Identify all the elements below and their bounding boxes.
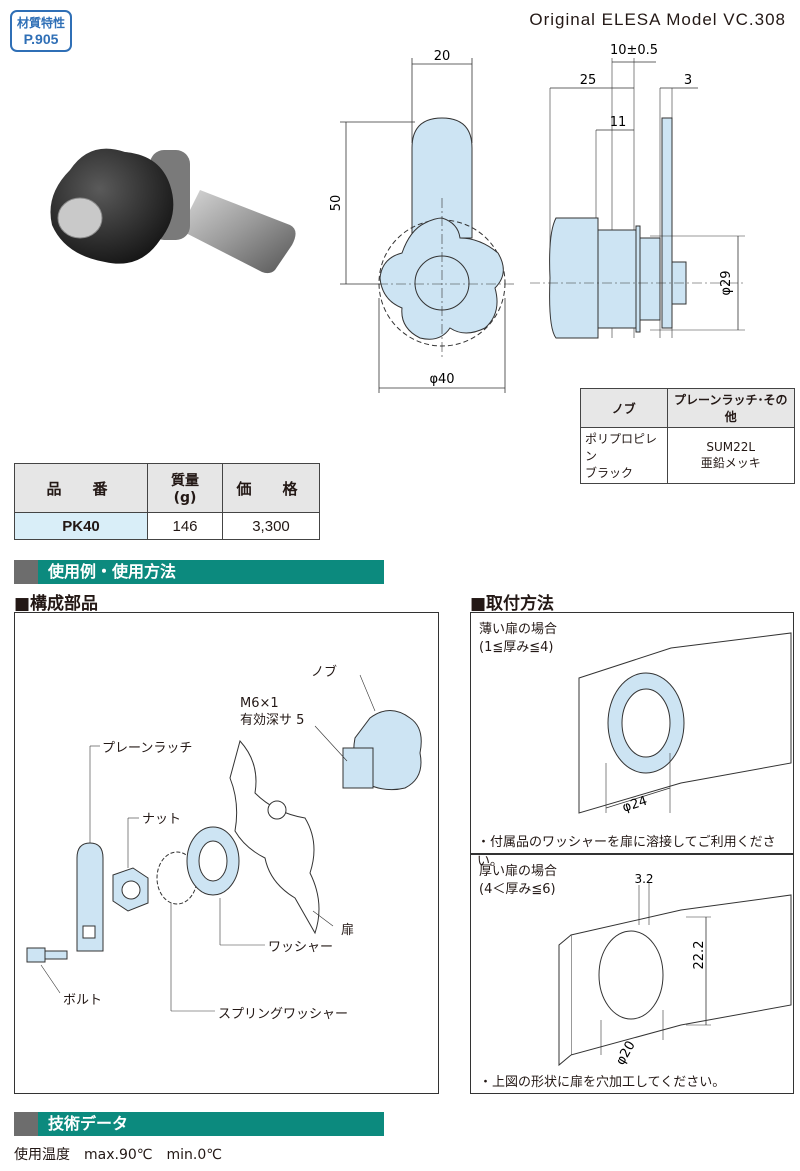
spec-cell-knob: ポリプロピレン ブラック	[580, 427, 668, 484]
thin-door-box: 薄い扉の場合 (1≦厚み≦4) φ24 ・付属品のワッシャーを扉に溶接してご利用…	[470, 612, 794, 869]
thick-door-diagram: 3.2 22.2 φ20	[558, 872, 792, 1068]
label-spring-washer: スプリングワッシャー	[218, 1007, 349, 1022]
thin-door-diagram: φ24	[578, 632, 792, 816]
parts-title: ■構成部品	[14, 594, 99, 614]
price-value: 3,300	[222, 512, 320, 540]
dim-11: 11	[610, 115, 627, 130]
section-usage-bar: 使用例・使用方法	[14, 560, 384, 584]
mount-title: ■取付方法	[470, 594, 555, 614]
badge-line2: P.905	[23, 31, 59, 47]
mass-value: 146	[147, 512, 223, 540]
operating-temperature: 使用温度 max.90℃ min.0℃	[14, 1147, 222, 1163]
badge-line1: 材質特性	[16, 16, 65, 30]
model-title: Original ELESA Model VC.308	[529, 10, 786, 29]
material-badge[interactable]: 材質特性 P.905	[10, 10, 72, 52]
spec-header-knob: ノブ	[580, 388, 668, 428]
thick-door-note: ・上図の形状に扉を穴加工してください。	[479, 1075, 726, 1090]
label-bolt: ボルト	[63, 993, 103, 1008]
dim-phi29: φ29	[719, 270, 734, 295]
price-table: 品 番 質量 (g) 価 格 PK40 146 3,300	[14, 463, 320, 540]
front-view-drawing: 20 50 φ40	[329, 49, 516, 393]
thick-dim-w: 3.2	[634, 872, 653, 886]
section-tech-bar: 技術データ	[14, 1112, 384, 1136]
dim-phi40: φ40	[429, 372, 454, 387]
price-header-mass: 質量 (g)	[147, 463, 223, 513]
thick-door-title: 厚い扉の場合 (4＜厚み≦6)	[479, 864, 558, 897]
spec-cell-latch: SUM22L 亜鉛メッキ	[666, 427, 796, 484]
spec-header-latch: プレーンラッチ･その他	[666, 388, 796, 428]
dim-50: 50	[329, 195, 344, 212]
material-spec-table: ノブ プレーンラッチ･その他 ポリプロピレン ブラック SUM22L 亜鉛メッキ	[580, 388, 796, 484]
label-nut: ナット	[142, 812, 182, 827]
dim-3: 3	[684, 73, 692, 88]
side-view-drawing: 10±0.5 25 3 11 φ29	[530, 43, 745, 339]
dim-25: 25	[580, 73, 597, 88]
dim-20: 20	[434, 49, 451, 64]
thin-door-title: 薄い扉の場合 (1≦厚み≦4)	[479, 622, 558, 655]
product-photo	[50, 148, 296, 274]
parts-diagram-box: ノブ M6×1 有効深サ 5 プレーンラッチ ナット ワッシャー 扉 ボルト ス…	[14, 612, 439, 1094]
label-knob: ノブ	[311, 665, 338, 680]
price-header-part: 品 番	[14, 463, 148, 513]
label-latch: プレーンラッチ	[102, 741, 193, 756]
label-thread: M6×1 有効深サ 5	[240, 696, 305, 728]
thin-door-note: ・付属品のワッシャーを扉に溶接してご利用ください。	[477, 835, 776, 869]
thin-dim-24: φ24	[621, 794, 650, 816]
parts-exploded-diagram	[26, 674, 422, 1012]
label-door: 扉	[341, 923, 355, 938]
thick-dim-d: φ20	[613, 1039, 639, 1068]
thick-door-box: 厚い扉の場合 (4＜厚み≦6) 3.2 22.2 φ20 ・上図の形状に扉を穴加…	[470, 854, 794, 1094]
price-header-price: 価 格	[222, 463, 320, 513]
dim-10: 10±0.5	[610, 43, 658, 58]
part-number: PK40	[14, 512, 148, 540]
label-washer: ワッシャー	[268, 940, 334, 955]
thick-dim-h: 22.2	[692, 941, 707, 970]
